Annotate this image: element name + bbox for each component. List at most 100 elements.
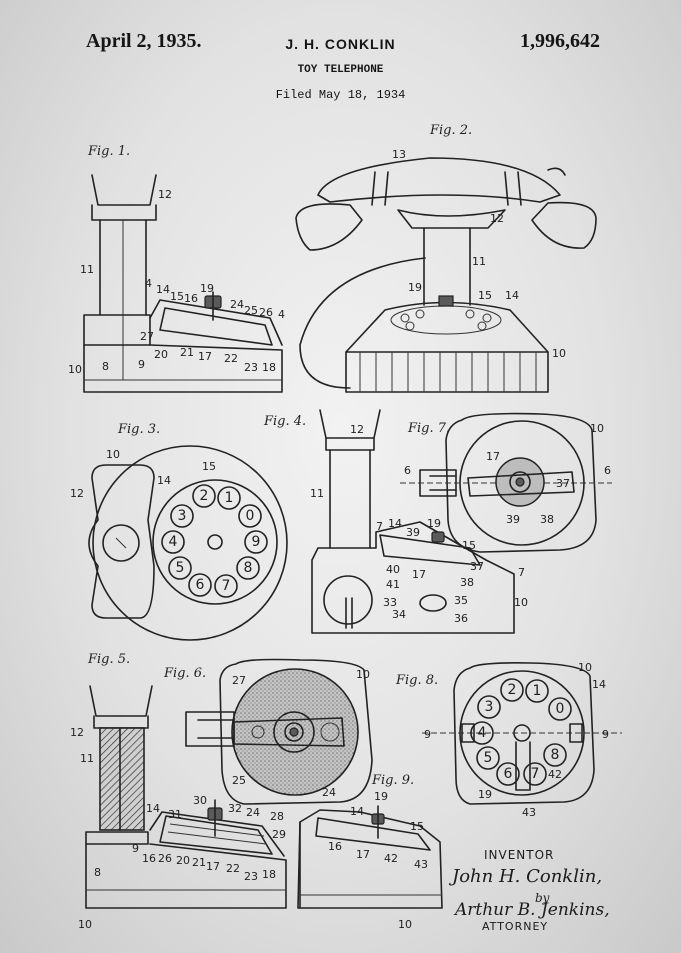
fig5-label: Fig. 5. (87, 652, 130, 667)
fig3-digit-2: 2 (200, 488, 209, 504)
fig1-ref-6: 19 (200, 282, 214, 295)
attorney-signature: Arthur B. Jenkins, (455, 900, 610, 920)
fig1-ref-16: 23 (244, 361, 258, 374)
fig1-ref-0: 12 (158, 188, 172, 201)
fig5-ref-10: 16 (142, 852, 156, 865)
fig4-ref-15: 35 (454, 594, 468, 607)
fig4-ref-17: 10 (514, 596, 528, 609)
fig1-ref-2: 4 (145, 277, 152, 290)
fig1-ref-18: 10 (68, 363, 82, 376)
fig1-ref-8: 25 (244, 304, 258, 317)
fig5-ref-8: 29 (272, 828, 286, 841)
fig1-ref-10: 4 (278, 308, 285, 321)
fig9-ref-5: 42 (384, 852, 398, 865)
fig5-ref-3: 32 (228, 802, 242, 815)
fig8-ref-5: 42 (548, 768, 562, 781)
fig8-ref-0: 10 (578, 661, 592, 674)
fig1-ref-17: 18 (262, 361, 276, 374)
figure-2: Fig. 2. 13 12 11 19 15 14 10 (295, 123, 597, 393)
fig3-digit-8: 8 (244, 560, 253, 576)
fig5-ref-1: 11 (80, 752, 94, 765)
inventor-heading: J. H. CONKLIN (285, 36, 396, 52)
fig4-ref-14: 34 (392, 608, 406, 621)
fig1-ref-19: 8 (102, 360, 109, 373)
fig4-ref-8: 41 (386, 578, 400, 591)
fig2-ref-1: 12 (490, 212, 504, 225)
figure-9: Fig. 9. 19 14 15 16 17 42 43 10 (297, 773, 443, 931)
fig7-ref-2: 6 (604, 464, 611, 477)
patent-title: TOY TELEPHONE (297, 64, 384, 76)
patent-date: April 2, 1935. (86, 30, 202, 52)
fig8-digit-5: 5 (484, 750, 493, 766)
fig9-ref-6: 43 (414, 858, 428, 871)
fig9-ref-7: 10 (398, 918, 412, 931)
fig8-ref-3: 9 (602, 728, 609, 741)
fig6-label: Fig. 6. (163, 666, 206, 681)
fig6-ref-0: 27 (232, 674, 246, 687)
fig9-label: Fig. 9. (371, 773, 414, 788)
fig5-ref-0: 12 (70, 726, 84, 739)
fig4-ref-11: 37 (470, 560, 484, 573)
fig8-digit-8: 8 (551, 747, 560, 763)
fig5-ref-19: 10 (78, 918, 92, 931)
fig4-ref-5: 19 (427, 517, 441, 530)
fig1-ref-4: 15 (170, 290, 184, 303)
fig8-digit-3: 3 (485, 699, 494, 715)
fig3-digit-3: 3 (178, 508, 187, 524)
fig5-ref-11: 26 (158, 852, 172, 865)
fig1-ref-15: 22 (224, 352, 238, 365)
fig3-digit-9: 9 (252, 534, 261, 550)
fig8-ref-2: 9 (424, 728, 431, 741)
fig7-label: Fig. 7. (407, 421, 450, 436)
figure-7: Fig. 7. 10 6 6 17 37 39 38 (400, 412, 612, 553)
fig4-ref-7: 40 (386, 563, 400, 576)
fig9-ref-2: 15 (410, 820, 424, 833)
fig1-ref-11: 27 (140, 330, 154, 343)
fig5-ref-14: 17 (206, 860, 220, 873)
fig1-ref-14: 17 (198, 350, 212, 363)
fig9-ref-1: 14 (350, 805, 364, 818)
fig2-ref-0: 13 (392, 148, 406, 161)
fig2-ref-6: 10 (552, 347, 566, 360)
fig4-ref-3: 14 (388, 517, 402, 530)
fig5-ref-15: 22 (226, 862, 240, 875)
fig1-ref-9: 26 (259, 306, 273, 319)
fig8-label: Fig. 8. (395, 673, 438, 688)
fig8-dial-holes: 1 2 3 4 5 6 7 8 0 (470, 678, 572, 786)
fig9-ref-4: 17 (356, 848, 370, 861)
fig9-ref-3: 16 (328, 840, 342, 853)
fig4-ref-13: 7 (518, 566, 525, 579)
fig4-ref-9: 17 (412, 568, 426, 581)
fig3-digit-4: 4 (169, 534, 178, 550)
fig5-ref-6: 14 (146, 802, 160, 815)
fig8-digit-1: 1 (533, 683, 542, 699)
fig3-digit-5: 5 (176, 560, 185, 576)
fig8-digit-6: 6 (504, 766, 513, 782)
fig9-ref-0: 19 (374, 790, 388, 803)
fig1-ref-20: 9 (138, 358, 145, 371)
fig5-ref-5: 28 (270, 810, 284, 823)
figure-8: Fig. 8. 1 2 3 4 5 6 7 8 0 10 1 4 9 9 (395, 661, 622, 819)
fig5-ref-16: 23 (244, 870, 258, 883)
fig4-ref-1: 11 (310, 487, 324, 500)
fig5-ref-4: 24 (246, 806, 260, 819)
fig5-ref-7: 31 (168, 808, 182, 821)
fig1-ref-13: 21 (180, 346, 194, 359)
fig4-ref-2: 7 (376, 520, 383, 533)
fig2-ref-2: 11 (472, 255, 486, 268)
fig1-ref-7: 24 (230, 298, 244, 311)
fig1-ref-12: 20 (154, 348, 168, 361)
fig5-ref-18: 8 (94, 866, 101, 879)
fig3-ref-1: 12 (70, 487, 84, 500)
fig2-ref-5: 14 (505, 289, 519, 302)
inventor-label: INVENTOR (484, 848, 555, 862)
fig2-label: Fig. 2. (429, 123, 472, 138)
fig8-digit-2: 2 (508, 682, 517, 698)
fig7-ref-5: 39 (506, 513, 520, 526)
fig8-digit-0: 0 (556, 701, 565, 717)
fig3-ref-3: 15 (202, 460, 216, 473)
fig3-digit-0: 0 (246, 508, 255, 524)
fig8-digit-4: 4 (478, 725, 487, 741)
fig4-ref-10: 33 (383, 596, 397, 609)
